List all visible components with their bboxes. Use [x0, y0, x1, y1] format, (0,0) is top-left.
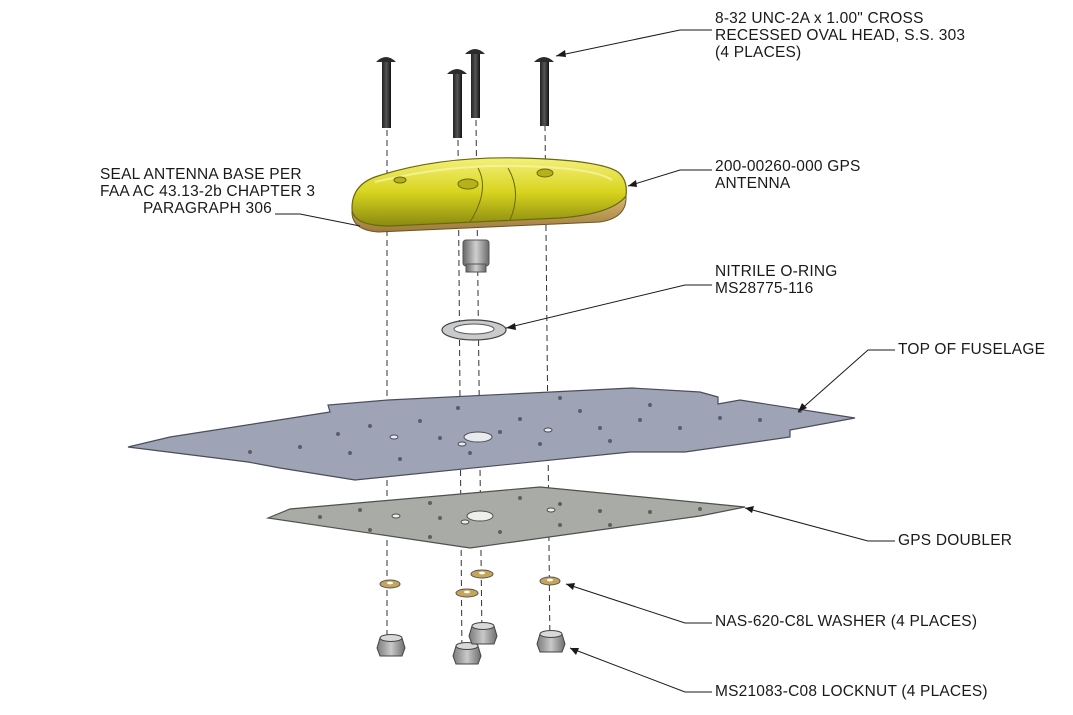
fuselage-callout-line-1: TOP OF FUSELAGE — [898, 341, 1046, 358]
locknut-callout: MS21083-C08 LOCKNUT (4 PLACES) — [715, 683, 988, 700]
locknut — [536, 630, 566, 653]
leader-lines — [275, 29, 895, 693]
leader-arrowheads — [506, 50, 807, 655]
locknut — [376, 634, 406, 657]
fuselage-plate — [127, 387, 856, 481]
seal-callout-line-3: PARAGRAPH 306 — [143, 200, 272, 217]
locknut — [468, 622, 498, 645]
doubler-callout: GPS DOUBLER — [898, 532, 1012, 549]
washer — [539, 576, 561, 586]
locknut-callout-line-1: MS21083-C08 LOCKNUT (4 PLACES) — [715, 683, 988, 700]
oring-callout-line-2: MS28775-116 — [715, 280, 814, 297]
antenna-callout-line-1: 200-00260-000 GPS — [715, 158, 861, 175]
washer-callout: NAS-620-C8L WASHER (4 PLACES) — [715, 613, 977, 630]
seal-callout-line-1: SEAL ANTENNA BASE PER — [100, 166, 302, 183]
seal-callout-line-2: FAA AC 43.13-2b CHAPTER 3 — [100, 183, 316, 200]
screws — [376, 49, 554, 138]
screw — [465, 49, 485, 118]
washer — [379, 579, 401, 589]
washers — [379, 569, 561, 598]
gps-antenna — [351, 157, 627, 273]
oring-callout-line-1: NITRILE O-RING — [715, 263, 838, 280]
antenna-callout-line-2: ANTENNA — [715, 175, 791, 192]
fuselage-callout: TOP OF FUSELAGE — [898, 341, 1045, 358]
doubler-callout-line-1: GPS DOUBLER — [898, 532, 1013, 549]
washer — [455, 588, 479, 598]
screw-callout-line-1: 8-32 UNC-2A x 1.00" CROSS — [715, 10, 924, 27]
screw-callout-line-2: RECESSED OVAL HEAD, S.S. 303 — [715, 27, 966, 44]
antenna-callout: 200-00260-000 GPS ANTENNA — [715, 158, 861, 192]
screw-callout: 8-32 UNC-2A x 1.00" CROSS RECESSED OVAL … — [715, 10, 965, 61]
locknut — [452, 642, 482, 665]
screw — [376, 57, 396, 128]
locknuts — [376, 622, 566, 665]
seal-callout: SEAL ANTENNA BASE PER FAA AC 43.13-2b CH… — [100, 166, 316, 217]
screw — [447, 69, 467, 138]
screw — [534, 57, 554, 126]
washer-callout-line-1: NAS-620-C8L WASHER (4 PLACES) — [715, 613, 978, 630]
o-ring — [441, 319, 507, 341]
screw-callout-line-3: (4 PLACES) — [715, 44, 802, 61]
washer — [470, 569, 494, 579]
doubler-plate — [265, 486, 746, 549]
oring-callout: NITRILE O-RING MS28775-116 — [715, 263, 838, 297]
